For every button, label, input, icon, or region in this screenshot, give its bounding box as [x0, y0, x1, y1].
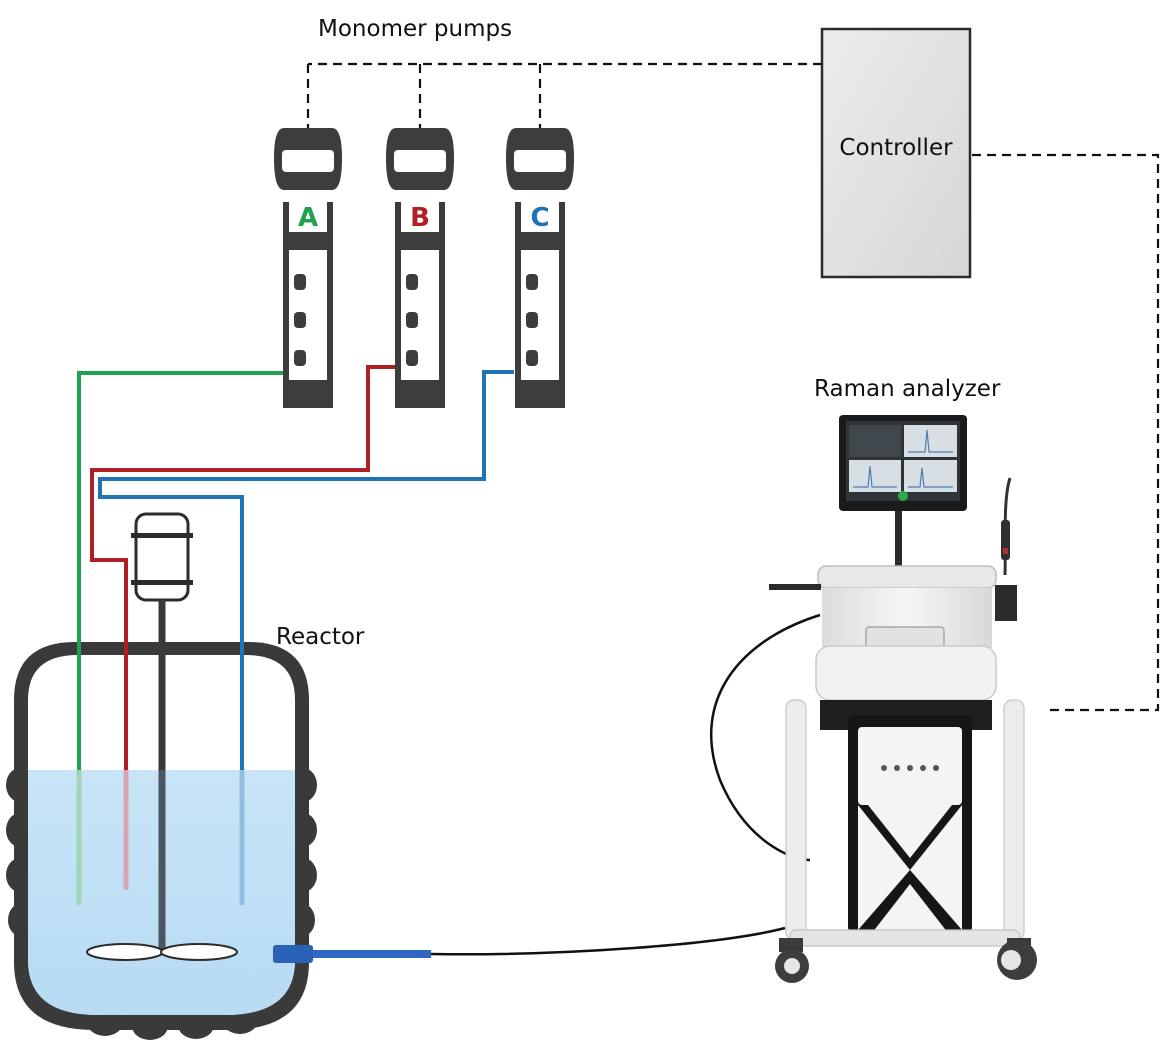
- signal-lines: [306, 62, 1160, 712]
- controller-label: Controller: [839, 135, 953, 161]
- pump-c: C: [506, 128, 574, 408]
- agitator: [86, 512, 238, 961]
- controller-box: [820, 27, 972, 279]
- pump-b: B: [386, 128, 454, 408]
- pump-a-letter: A: [298, 203, 318, 233]
- probe-head: [273, 945, 313, 963]
- raman-analyzer: [709, 415, 1037, 983]
- fiber-optic-cable: [430, 926, 786, 956]
- controller: Controller: [820, 27, 972, 279]
- analyzer-casters: [775, 938, 1037, 983]
- pump-b-letter: B: [410, 203, 430, 233]
- controller-to-analyzer-line: [972, 153, 1160, 712]
- feed-line-a: [77, 371, 283, 770]
- pump-c-letter: C: [530, 203, 549, 233]
- feed-line-b: [90, 365, 395, 770]
- pump-a: A: [274, 128, 342, 408]
- impeller-left-blade: [86, 943, 164, 961]
- feed-line-c: [98, 370, 514, 770]
- impeller-right-blade: [160, 943, 238, 961]
- analyzer-top-tray: [817, 565, 997, 589]
- reactor-label: Reactor: [276, 624, 365, 650]
- raman-probe: [273, 926, 786, 963]
- agitator-motor: [134, 512, 190, 602]
- monomer-pumps-label: Monomer pumps: [318, 16, 512, 42]
- raman-analyzer-label: Raman analyzer: [814, 376, 1001, 402]
- feed-lines: [76, 365, 514, 905]
